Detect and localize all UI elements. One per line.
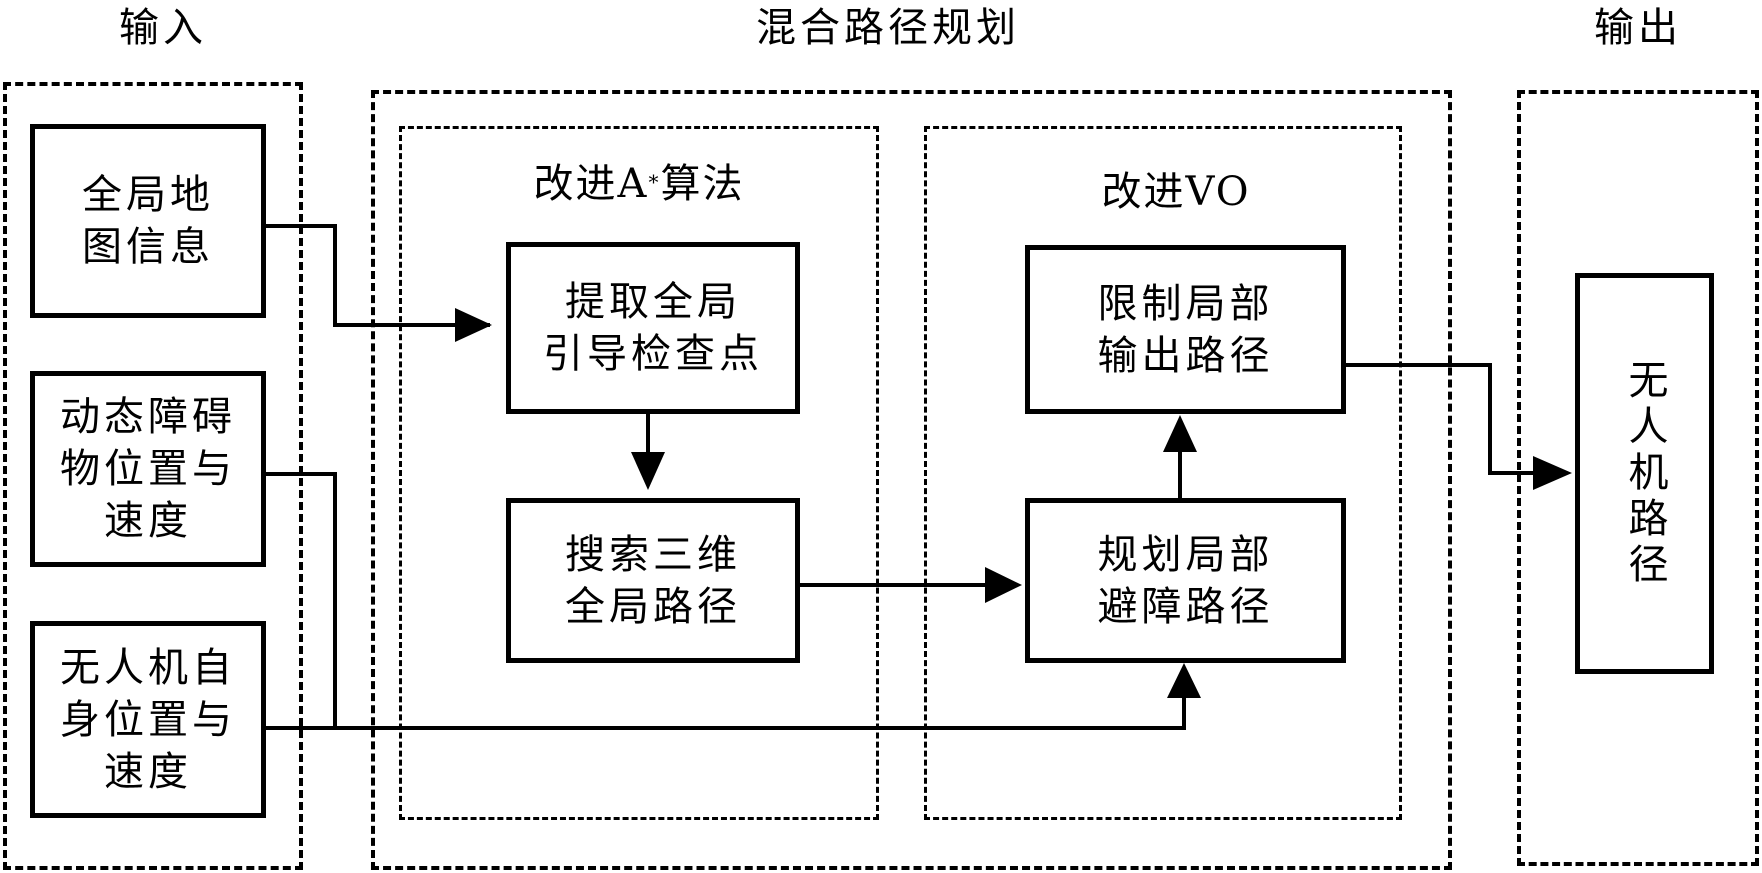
vo-module-container (924, 126, 1402, 820)
astar-title-prefix: 改进A (533, 161, 649, 207)
hybrid-planning-container (371, 90, 1452, 870)
node-plan-avoid-path-line-1: 规划局部 (1097, 531, 1274, 578)
output-container (1517, 90, 1759, 866)
node-limit-output-path-line-1: 限制局部 (1097, 280, 1274, 327)
node-uav-state-line-3: 速度 (104, 748, 192, 795)
node-plan-avoid-path: 规划局部 避障路径 (1025, 498, 1346, 663)
node-uav-state: 无人机自 身位置与 速度 (30, 621, 266, 818)
node-uav-path-label: 无人机路径 (1621, 358, 1668, 589)
node-dynamic-obstacle-line-2: 物位置与 (60, 446, 236, 492)
node-global-map: 全局地 图信息 (30, 124, 266, 318)
astar-module-container (399, 126, 879, 820)
node-uav-state-line-1: 无人机自 (60, 644, 236, 691)
node-search-global-path-line-2: 全局路径 (565, 583, 741, 630)
astar-title-suffix: 算法 (660, 161, 745, 207)
node-uav-state-line-2: 身位置与 (60, 696, 236, 743)
node-global-map-line-2: 图信息 (82, 224, 214, 270)
node-limit-output-path: 限制局部 输出路径 (1025, 245, 1346, 414)
astar-module-title: 改进A*算法 (534, 160, 745, 208)
node-search-global-path-line-1: 搜索三维 (565, 531, 741, 578)
vo-module-title: 改进VO (1101, 169, 1251, 215)
node-dynamic-obstacle-line-1: 动态障碍 (60, 394, 236, 440)
node-dynamic-obstacle: 动态障碍 物位置与 速度 (30, 371, 266, 567)
node-extract-checkpoints: 提取全局 引导检查点 (506, 242, 800, 414)
output-section-title: 输出 (1594, 5, 1682, 51)
node-dynamic-obstacle-line-3: 速度 (104, 498, 192, 544)
input-section-title: 输入 (119, 5, 207, 51)
node-search-global-path: 搜索三维 全局路径 (506, 498, 800, 663)
node-global-map-line-1: 全局地 (82, 172, 214, 218)
node-extract-checkpoints-line-2: 引导检查点 (543, 331, 763, 377)
node-extract-checkpoints-line-1: 提取全局 (565, 279, 741, 325)
hybrid-planning-section-title: 混合路径规划 (756, 5, 1020, 51)
node-limit-output-path-line-2: 输出路径 (1097, 332, 1274, 379)
node-plan-avoid-path-line-2: 避障路径 (1097, 583, 1274, 630)
node-uav-path: 无人机路径 (1575, 273, 1714, 674)
astar-title-sup: * (648, 170, 661, 194)
